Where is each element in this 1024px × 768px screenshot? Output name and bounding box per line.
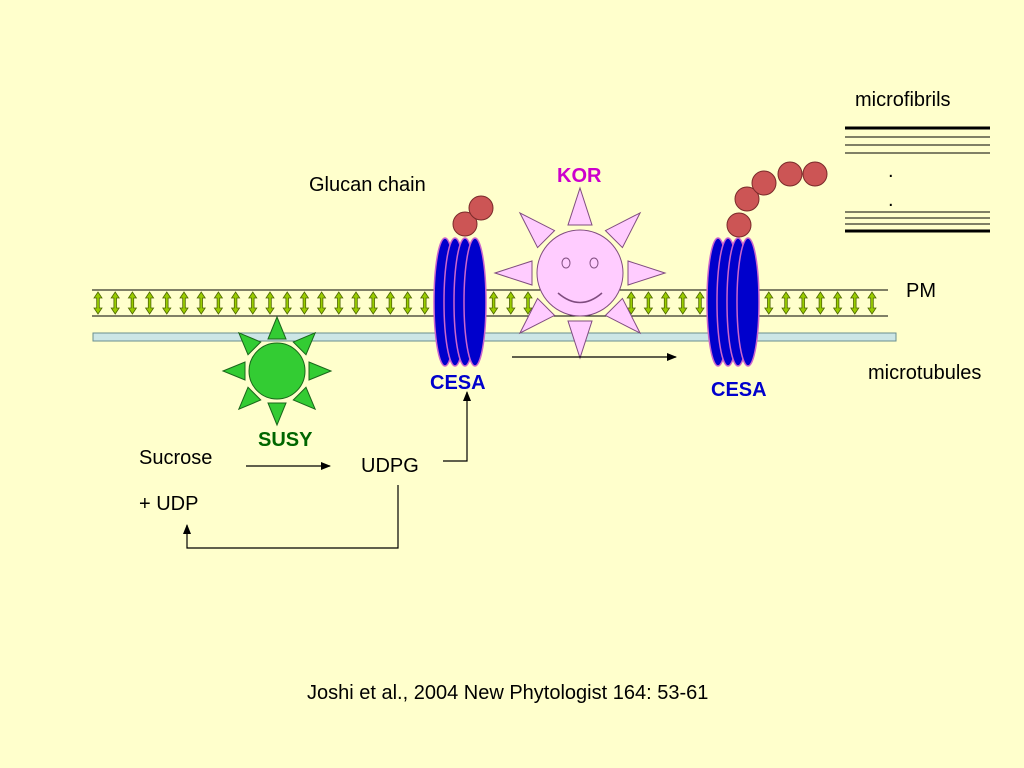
- susy-label: SUSY: [258, 429, 313, 451]
- udp-recycle-arrow: [183, 485, 399, 549]
- microtubule: [92, 332, 897, 342]
- udpg-to-cesa-arrow: [443, 391, 471, 462]
- susy-ray: [237, 331, 262, 356]
- kor-enzyme: [493, 186, 667, 360]
- susy-enzyme: [221, 315, 333, 427]
- membrane-arrow: [385, 291, 396, 315]
- membrane-arrow: [815, 291, 826, 315]
- membrane-arrow: [523, 291, 533, 315]
- membrane-arrow: [162, 291, 172, 315]
- microfibril-dot-1: .: [888, 160, 894, 182]
- kor-eye-right: [589, 257, 599, 269]
- cesa-right-label: CESA: [711, 379, 767, 401]
- membrane-arrow: [282, 291, 292, 315]
- membrane-arrow: [832, 291, 843, 315]
- susy-ray: [237, 386, 262, 411]
- cesa-complex-right: [706, 237, 760, 367]
- membrane-arrow: [850, 291, 860, 315]
- microfibril-dot-2: .: [888, 189, 894, 211]
- susy-body: [248, 342, 306, 400]
- kor-body: [536, 229, 624, 317]
- membrane-arrow: [506, 291, 516, 315]
- membrane-arrow: [678, 291, 688, 315]
- kor-ray: [604, 297, 642, 335]
- kor-rays: [493, 186, 667, 360]
- susy-ray: [292, 386, 317, 411]
- kor-ray: [567, 320, 593, 360]
- susy-ray: [221, 361, 246, 381]
- membrane-arrow: [402, 291, 413, 315]
- kor-label: KOR: [557, 165, 602, 187]
- membrane-arrow: [316, 291, 327, 315]
- membrane-arrow: [110, 291, 120, 315]
- membrane-arrow: [265, 291, 275, 315]
- membrane-arrow: [127, 291, 138, 315]
- plasma-membrane: [92, 289, 888, 317]
- membrane-arrow: [643, 291, 654, 315]
- membrane-arrow: [626, 291, 636, 315]
- membrane-arrow: [781, 291, 791, 315]
- membrane-arrow: [299, 291, 310, 315]
- membrane-arrow: [248, 291, 258, 315]
- kor-eye-left: [561, 257, 571, 269]
- kor-ray: [518, 297, 556, 335]
- kor-ray: [567, 186, 593, 226]
- membrane-arrow: [368, 291, 378, 315]
- udp-label: + UDP: [139, 493, 198, 515]
- membrane-arrow: [764, 291, 774, 315]
- citation: Joshi et al., 2004 New Phytologist 164: …: [307, 682, 708, 704]
- cesa-left-label: CESA: [430, 372, 486, 394]
- membrane-arrow: [420, 291, 430, 315]
- susy-ray: [267, 402, 287, 427]
- membrane-arrow: [334, 291, 344, 315]
- membrane-arrow: [144, 291, 155, 315]
- susy-rays: [221, 315, 333, 427]
- glucan-chain-right: [726, 161, 828, 238]
- glucan-chain-label: Glucan chain: [309, 174, 426, 196]
- cesa-complex-left: [433, 237, 487, 367]
- membrane-arrow: [179, 291, 189, 315]
- susy-ray: [292, 331, 317, 356]
- membrane-arrow: [798, 291, 808, 315]
- pm-label: PM: [906, 280, 936, 302]
- microfibrils-label: microfibrils: [855, 89, 951, 111]
- membrane-arrow: [213, 291, 224, 315]
- sucrose-label: Sucrose: [139, 447, 212, 469]
- membrane-arrow: [93, 291, 103, 315]
- membrane-arrow: [351, 291, 361, 315]
- microfibril-lines: [845, 126, 990, 233]
- membrane-arrow: [660, 291, 671, 315]
- kor-ray: [604, 211, 642, 249]
- microtubules-label: microtubules: [868, 362, 981, 384]
- kor-ray: [518, 211, 556, 249]
- membrane-lipid-arrows: [93, 291, 877, 315]
- udpg-label: UDPG: [361, 455, 419, 477]
- membrane-arrow: [867, 291, 877, 315]
- membrane-arrow: [695, 291, 705, 315]
- membrane-arrow: [488, 291, 499, 315]
- kor-ray: [493, 260, 533, 286]
- kor-ray: [627, 260, 667, 286]
- susy-ray: [308, 361, 333, 381]
- glucan-chain-left: [452, 195, 494, 237]
- membrane-arrow: [196, 291, 206, 315]
- kor-smile: [557, 292, 603, 304]
- membrane-arrow: [230, 291, 241, 315]
- susy-ray: [267, 315, 287, 340]
